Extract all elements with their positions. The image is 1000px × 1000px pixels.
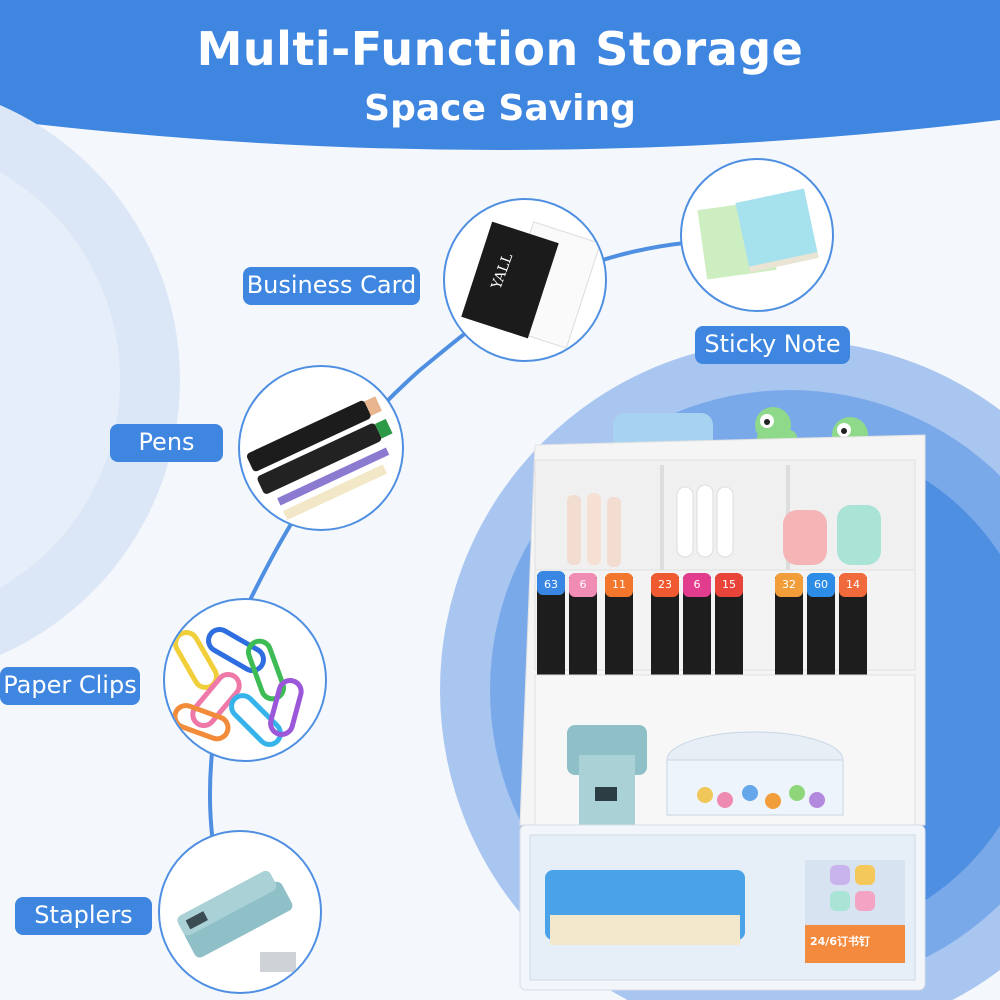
- label-pens: Pens: [110, 424, 223, 462]
- stapler-illustration: [177, 870, 296, 972]
- header-band: [0, 0, 1000, 150]
- label-staplers: Staplers: [15, 897, 152, 935]
- staples-box: 24/6订书钉: [805, 925, 905, 963]
- desk-organizer-product: 63 6 11 23 6 15 32 60 14 24/6订书钉: [519, 407, 926, 991]
- marker-number: 60: [814, 578, 828, 591]
- marker-number: 32: [782, 578, 796, 591]
- highlighters: [783, 505, 881, 565]
- sticky-note-circle: [680, 158, 834, 312]
- marker-number: 6: [694, 578, 701, 591]
- page-subtitle: Space Saving: [364, 88, 636, 129]
- business-card-illustration: YALL: [461, 221, 601, 349]
- marker-number: 6: [580, 578, 587, 591]
- paper-clips-circle: [163, 598, 327, 762]
- marker-row: 63 6 11 23 6 15 32 60 14: [537, 571, 867, 675]
- pens-illustration: [246, 396, 393, 521]
- business-card-circle: YALL: [443, 198, 607, 362]
- marker-number: 11: [612, 578, 626, 591]
- sticky-note-illustration: [697, 188, 819, 280]
- marker-number: 14: [846, 578, 860, 591]
- pens-circle: [238, 365, 404, 531]
- label-business-card: Business Card: [243, 267, 420, 305]
- label-sticky-note: Sticky Note: [695, 326, 850, 364]
- gel-pens: [567, 493, 621, 567]
- page-title: Multi-Function Storage: [196, 22, 804, 76]
- clip-tray: [666, 731, 844, 816]
- staplers-circle: [158, 830, 322, 994]
- marker-number: 23: [658, 578, 672, 591]
- marker-number: 15: [722, 578, 736, 591]
- paper-clips-illustration: [172, 627, 304, 747]
- small-stapler: [567, 725, 647, 825]
- marker-number: 63: [544, 578, 558, 591]
- label-paper-clips: Paper Clips: [0, 667, 140, 705]
- staples-box-label: 24/6订书钉: [810, 934, 870, 948]
- white-erasers: [676, 484, 734, 558]
